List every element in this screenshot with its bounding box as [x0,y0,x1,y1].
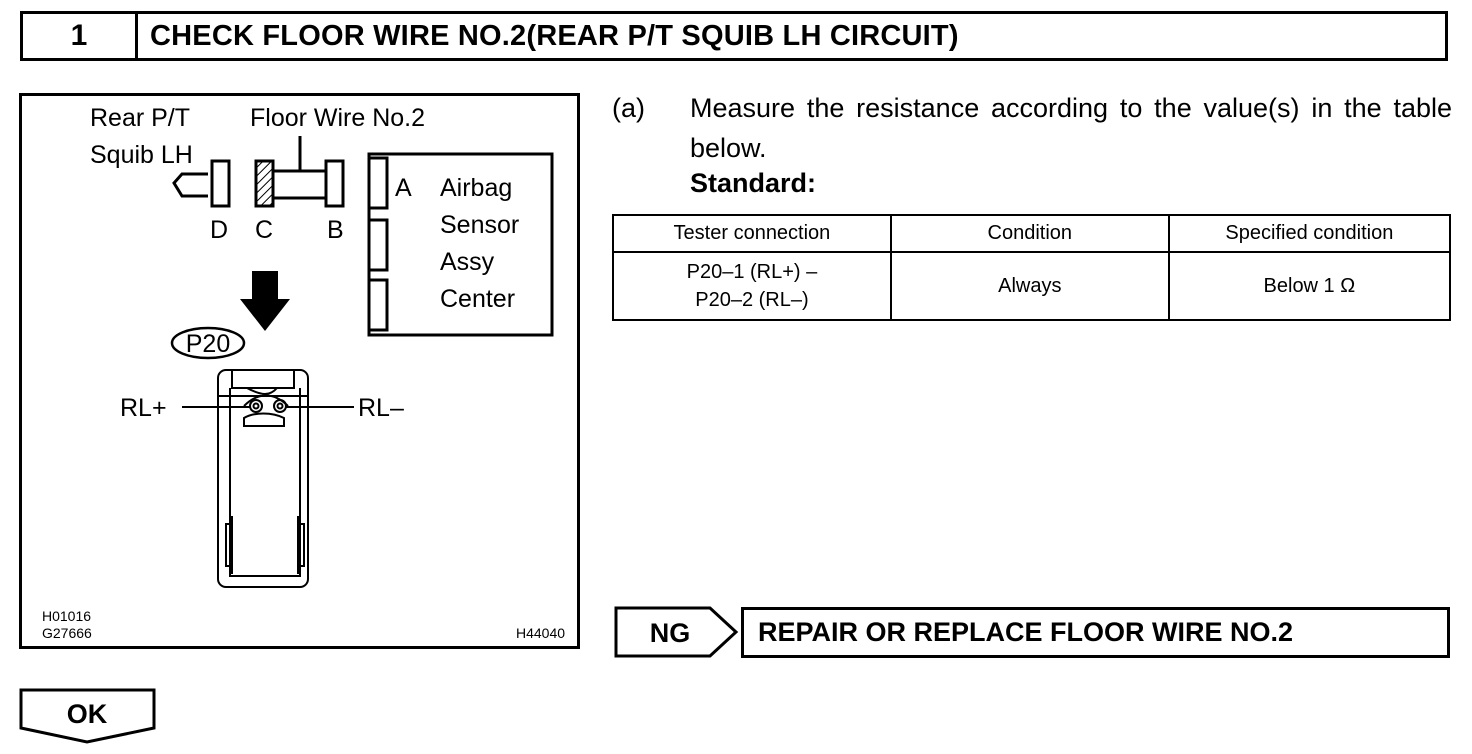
floor-wire-connector [254,136,345,208]
airbag-sensor-box [367,152,554,337]
down-arrow-icon [240,271,290,331]
figure-code-2: G27666 [42,625,92,641]
ng-action-box: REPAIR OR REPLACE FLOOR WIRE NO.2 [741,607,1450,658]
condition-cell: Always [889,251,1170,321]
table-header: Specified condition [1167,214,1452,253]
connector-code-oval [170,326,246,360]
table-row: P20–1 (RL+) – P20–2 (RL–) Always Below 1… [612,251,1452,321]
figure-code-1: H01016 [42,608,91,624]
wiring-illustration: Rear P/T Squib LH Floor Wire No.2 D C B [19,93,580,649]
floor-wire-label: Floor Wire No.2 [250,104,425,132]
tester-connection-cell: P20–1 (RL+) – P20–2 (RL–) [612,251,892,321]
table-header-row: Tester connection Condition Specified co… [612,214,1452,253]
connector-d-label: D [210,216,228,244]
squib-label-line1: Rear P/T [90,104,190,132]
connector-diagram: Rear P/T Squib LH Floor Wire No.2 D C B [42,104,565,641]
tester-connection-line2: P20–2 (RL–) [695,289,809,311]
squib-label-line2: Squib LH [90,141,193,169]
spec-table: Tester connection Condition Specified co… [612,214,1452,321]
tester-connection-line1: P20–1 (RL+) – [686,261,818,283]
standard-label: Standard: [690,168,817,198]
terminal-rl-plus: RL+ [120,394,167,422]
connector-a-label: A [395,174,412,202]
p20-connector-face [217,369,309,588]
connector-c-label: C [255,216,273,244]
ok-label: OK [67,699,108,729]
connector-code-label: P20 [186,330,230,358]
ng-tag: NG [614,606,739,658]
connector-b-label: B [327,216,344,244]
instruction-text: Measure the resistance according to the … [690,93,1452,163]
step-title: CHECK FLOOR WIRE NO.2(REAR P/T SQUIB LH … [150,19,959,52]
ng-label: NG [650,618,691,648]
ok-tag: OK [19,688,156,744]
instruction-label: (a) [612,93,645,123]
sensor-label-line1: Airbag [440,174,512,202]
step-header: 1 CHECK FLOOR WIRE NO.2(REAR P/T SQUIB L… [20,11,1448,61]
terminal-rl-minus: RL– [358,394,404,422]
step-number: 1 [23,14,138,58]
squib-connector [172,159,231,208]
table-header: Tester connection [612,214,892,253]
table-header: Condition [889,214,1170,253]
sensor-label-line4: Center [440,285,515,313]
specified-condition-cell: Below 1 Ω [1167,251,1452,321]
sensor-label-line3: Assy [440,248,495,276]
sensor-label-line2: Sensor [440,211,519,239]
figure-code-3: H44040 [516,625,565,641]
